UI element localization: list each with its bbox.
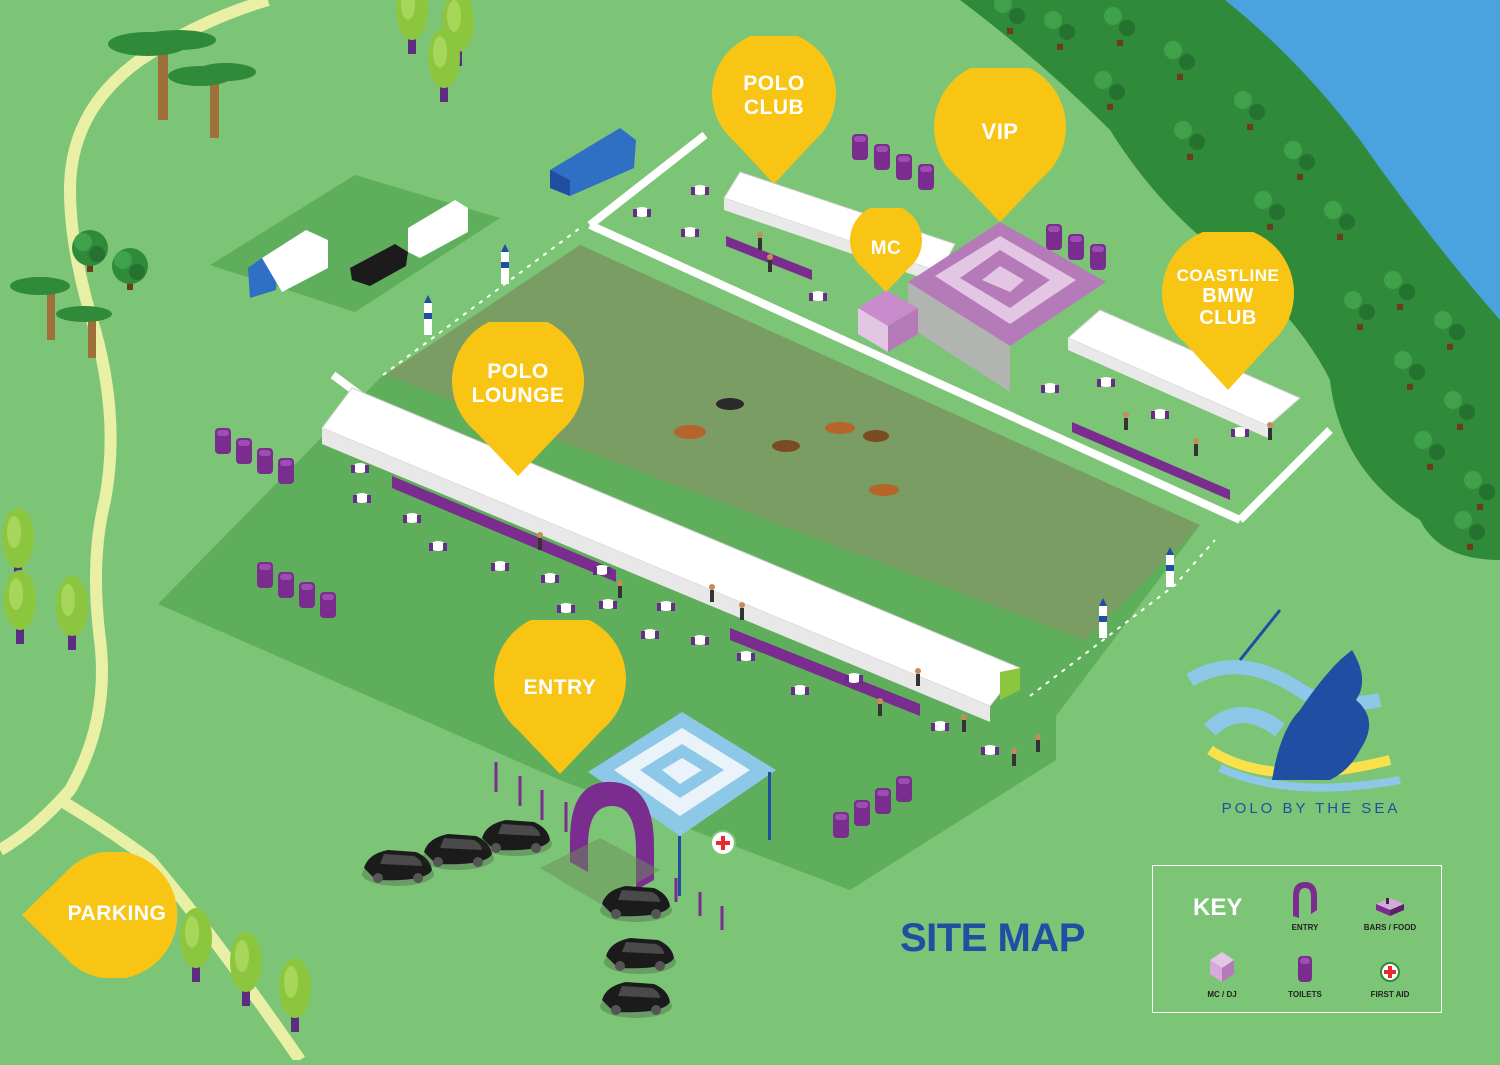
coastline-bmw-club-pin[interactable]: COASTLINE BMW CLUB [1162,232,1294,392]
page-title: SITE MAP [900,916,1085,960]
map-marker-icon [452,322,584,476]
pin-label: ENTRY [523,676,597,699]
pin-label: VIP [981,119,1019,144]
pin-label: PARKING [67,902,167,925]
pin-label-line2: CLUB [743,95,805,119]
map-marker-icon [850,208,922,292]
key-item-label: ENTRY [1291,923,1319,932]
map-key-legend: KEY ENTRY BARS / FOOD MC / DJ TOILETS [1152,865,1442,1013]
polo-lounge-pin[interactable]: POLO LOUNGE [452,322,584,478]
map-marker-icon [1162,232,1294,390]
first-aid-icon [1380,962,1400,982]
brand-name: POLO BY THE SEA [1221,800,1401,817]
map-marker-icon [22,852,178,978]
bar-counter-icon [1376,898,1404,916]
polo-club-pin[interactable]: POLO CLUB [712,36,836,186]
mc-pin[interactable]: MC [850,208,922,294]
map-marker-icon [494,620,626,774]
map-marker-icon [712,36,836,184]
mc-booth-icon [1210,952,1234,982]
pin-label-line1: POLO [743,72,805,95]
key-title: KEY [1193,894,1243,921]
key-item-label: MC / DJ [1207,990,1237,999]
pin-label: MC [870,238,902,259]
map-marker-icon [934,68,1066,222]
key-item-label: BARS / FOOD [1363,923,1417,932]
pin-label-line1: POLO [487,360,549,383]
pin-label-line1: COASTLINE [1176,266,1280,285]
parking-pin[interactable]: PARKING [22,852,184,978]
toilet-icon [1298,956,1312,982]
pin-label-line3: CLUB [1199,307,1257,330]
pin-label-line2: BMW [1202,285,1254,308]
pin-label-line2: LOUNGE [471,383,565,407]
entry-arch-icon [1293,882,1317,918]
entry-pin[interactable]: ENTRY [494,620,626,776]
key-item-label: FIRST AID [1370,990,1410,999]
key-item-label: TOILETS [1288,990,1322,999]
vip-pin[interactable]: VIP [934,68,1066,224]
